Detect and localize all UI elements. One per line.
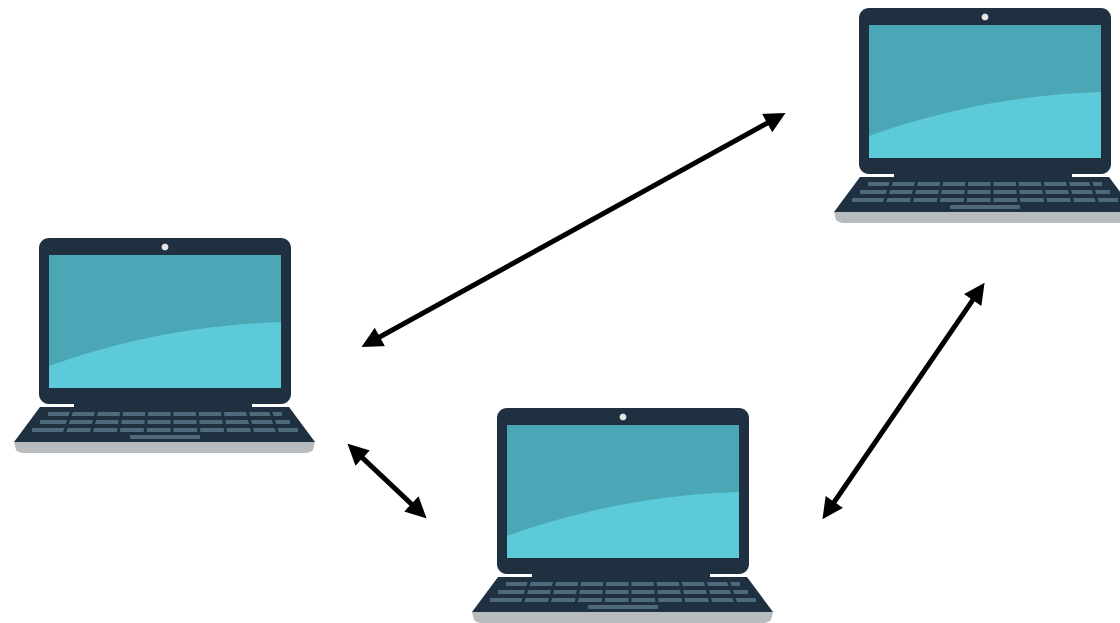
arrow-left-to-top-right xyxy=(361,112,786,348)
laptop-icon xyxy=(12,236,317,455)
laptop-icon xyxy=(470,406,775,623)
laptop-left xyxy=(12,236,317,455)
arrow-left-to-bottom xyxy=(347,443,427,519)
laptop-bottom xyxy=(470,406,775,623)
laptop-top-right xyxy=(832,6,1120,225)
arrow-bottom-to-top-right xyxy=(822,282,985,520)
laptop-icon xyxy=(832,6,1120,225)
